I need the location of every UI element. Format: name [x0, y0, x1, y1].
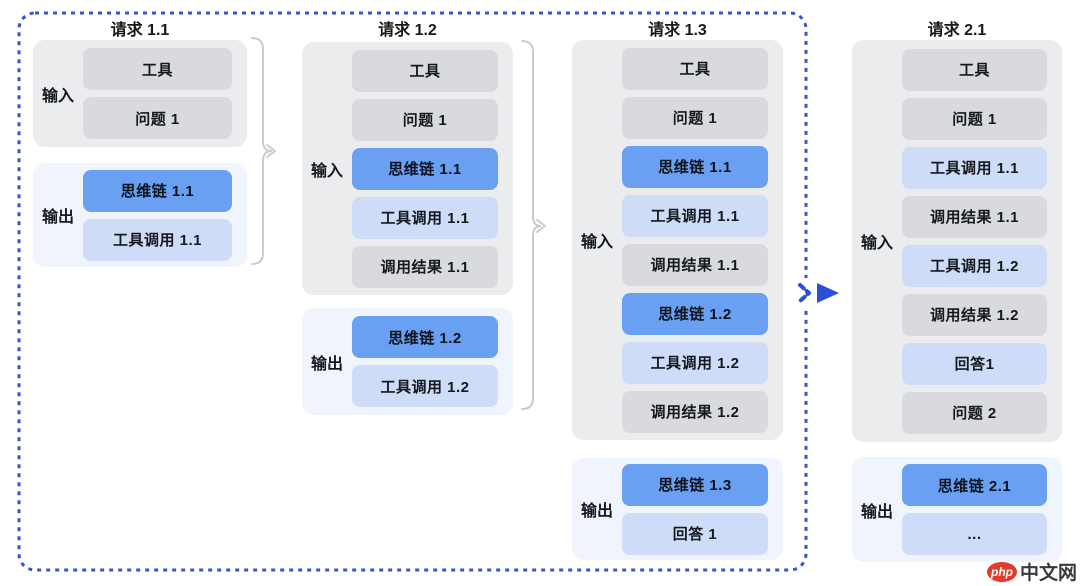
request-1-3-output-group: 输出 思维链 1.3 回答 1: [572, 458, 783, 560]
request-1-3-title: 请求 1.3: [648, 22, 707, 39]
output-boxes: 思维链 1.2 工具调用 1.2: [352, 316, 498, 407]
brace-1: [251, 37, 273, 265]
input-boxes: 工具 问题 1: [83, 48, 232, 139]
tool-call-1-1-box: 工具调用 1.1: [352, 196, 498, 239]
handoff-arrow-chevron-icon: [798, 283, 811, 303]
input-label: 输入: [580, 234, 613, 251]
question-1-box: 问题 1: [352, 98, 498, 141]
request-1-2-output-group: 输出 思维链 1.2 工具调用 1.2: [302, 308, 513, 415]
ellipsis-box: ...: [902, 513, 1047, 555]
answer-1-box: 回答1: [902, 342, 1047, 385]
output-boxes: 思维链 1.1 工具调用 1.1: [83, 169, 232, 261]
input-boxes: 工具 问题 1 工具调用 1.1 调用结果 1.1 工具调用 1.2 调用结果 …: [902, 48, 1047, 434]
input-boxes: 工具 问题 1 思维链 1.1 工具调用 1.1 调用结果 1.1 思维链 1.…: [622, 47, 768, 433]
question-1-box: 问题 1: [83, 97, 232, 139]
tool-call-1-1-box: 工具调用 1.1: [902, 146, 1047, 189]
tool-call-1-1-box: 工具调用 1.1: [83, 218, 232, 261]
cot-1-2-box: 思维链 1.2: [352, 316, 498, 358]
cot-1-2-box: 思维链 1.2: [622, 292, 768, 335]
output-label: 输出: [580, 503, 613, 520]
tool-call-1-2-box: 工具调用 1.2: [902, 244, 1047, 287]
question-1-box: 问题 1: [902, 97, 1047, 140]
tools-box: 工具: [83, 48, 232, 90]
input-label: 输入: [41, 87, 74, 105]
request-1-1-title: 请求 1.1: [110, 22, 170, 39]
output-label: 输出: [310, 355, 343, 373]
request-1-2-title: 请求 1.2: [378, 22, 437, 39]
brace-1-arrow-icon: [266, 144, 276, 158]
call-result-1-1-box: 调用结果 1.1: [352, 245, 498, 288]
call-result-1-1-box: 调用结果 1.1: [622, 243, 768, 286]
output-boxes: 思维链 2.1 ...: [902, 464, 1047, 555]
boundary-arrow-gap: [796, 278, 815, 308]
watermark-site-text: 中文网: [1019, 563, 1077, 584]
input-label: 输入: [310, 162, 343, 180]
call-result-1-1-box: 调用结果 1.1: [902, 195, 1047, 238]
request-2-1-input-group: 输入 工具 问题 1 工具调用 1.1 调用结果 1.1 工具调用 1.2 调用…: [852, 40, 1062, 442]
answer-1-box: 回答 1: [622, 512, 768, 555]
request-1-3-input-group: 输入 工具 问题 1 思维链 1.1 工具调用 1.1 调用结果 1.1 思维链…: [572, 40, 783, 440]
brace-2-arrow-icon: [536, 219, 546, 233]
question-2-box: 问题 2: [902, 391, 1047, 434]
tools-box: 工具: [902, 48, 1047, 91]
request-1-1-input-group: 输入 工具 问题 1: [33, 40, 247, 147]
input-label: 输入: [860, 235, 893, 252]
call-result-1-2-box: 调用结果 1.2: [902, 293, 1047, 336]
brace-2: [521, 40, 542, 410]
php-logo-icon: php: [986, 561, 1017, 582]
cot-1-1-box: 思维链 1.1: [83, 169, 232, 212]
output-label: 输出: [860, 503, 893, 521]
tools-box: 工具: [622, 47, 768, 90]
tools-box: 工具: [352, 49, 498, 92]
output-boxes: 思维链 1.3 回答 1: [622, 463, 768, 555]
output-label: 输出: [41, 209, 74, 226]
request-2-1-title: 请求 2.1: [927, 22, 987, 39]
call-result-1-2-box: 调用结果 1.2: [622, 390, 768, 433]
input-boxes: 工具 问题 1 思维链 1.1 工具调用 1.1 调用结果 1.1: [352, 49, 498, 288]
cot-1-1-box: 思维链 1.1: [622, 145, 768, 188]
question-1-box: 问题 1: [622, 96, 768, 139]
request-1-2-input-group: 输入 工具 问题 1 思维链 1.1 工具调用 1.1 调用结果 1.1: [302, 42, 513, 295]
handoff-arrow-head-icon: [817, 283, 839, 303]
cot-1-3-box: 思维链 1.3: [622, 463, 768, 506]
tool-call-1-1-box: 工具调用 1.1: [622, 194, 768, 237]
php-cn-watermark: php 中文网: [986, 558, 1077, 585]
cot-1-1-box: 思维链 1.1: [352, 147, 498, 190]
tool-call-1-2-box: 工具调用 1.2: [622, 341, 768, 384]
cot-2-1-box: 思维链 2.1: [902, 464, 1047, 506]
request-1-1-output-group: 输出 思维链 1.1 工具调用 1.1: [33, 163, 247, 267]
request-2-1-output-group: 输出 思维链 2.1 ...: [852, 457, 1062, 562]
tool-call-1-2-box: 工具调用 1.2: [352, 365, 498, 407]
